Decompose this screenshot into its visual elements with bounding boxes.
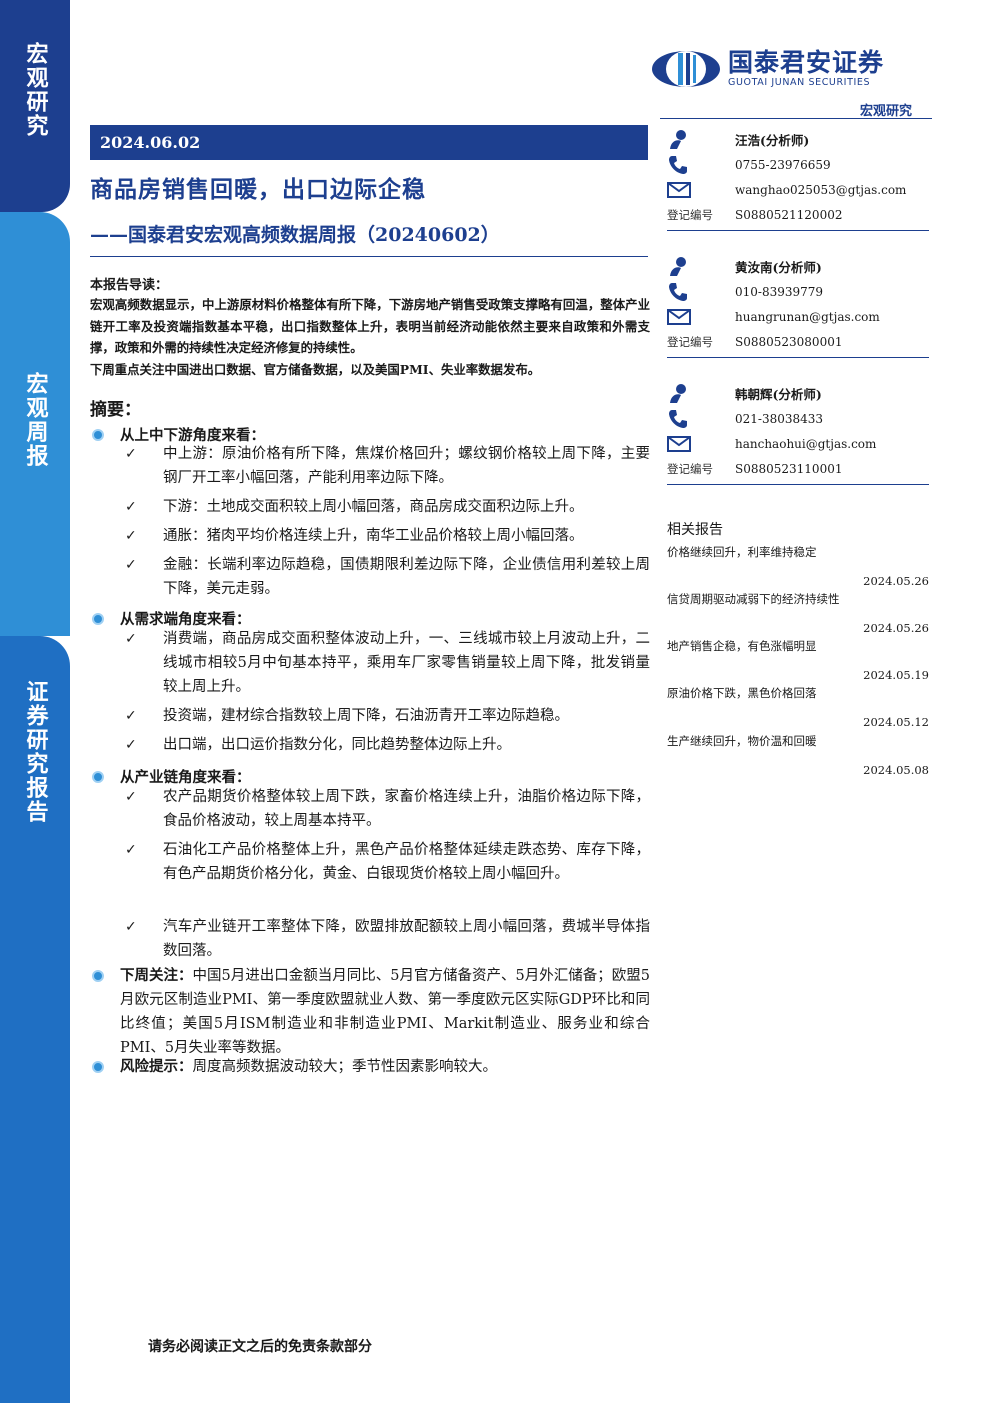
next-week-paragraph: 下周关注：中国5月进出口金额当月同比、5月官方储备资产、5月外汇储备；欧盟5月欧…: [92, 964, 652, 1060]
list-item: ✓通胀：猪肉平均价格连续上升，南华工业品价格较上周小幅回落。: [125, 524, 650, 548]
next-week-label: 下周关注：: [120, 967, 193, 984]
list-item: ✓中上游：原油价格有所下降，焦煤价格回升；螺纹钢价格较上周下降，主要钢厂开工率小…: [125, 442, 650, 490]
related-reports-label: 相关报告: [667, 522, 723, 538]
next-week-text: 中国5月进出口金额当月同比、5月官方储备资产、5月外汇储备；欧盟5月欧元区制造业…: [120, 968, 650, 1056]
bullet-dot-icon: [92, 770, 104, 783]
analyst-name: 韩朝辉(分析师): [735, 387, 822, 402]
header-divider: [660, 118, 932, 119]
registration-number: S0880521120002: [735, 207, 843, 222]
bullet-dot-icon: [92, 1061, 104, 1073]
header-category: 宏观研究: [860, 104, 913, 119]
analyst-card: 黄汝南(分析师) 010-83939779 huangrunan@gtjas.c…: [667, 254, 929, 354]
analyst-email[interactable]: wanghao025053@gtjas.com: [735, 182, 907, 197]
report-date: 2024.06.02: [90, 125, 648, 160]
summary-label: 摘要：: [90, 400, 141, 420]
registration-number: S0880523080001: [735, 334, 843, 349]
bullet-dot-icon: [92, 970, 104, 982]
risk-paragraph: 风险提示：周度高频数据波动较大；季节性因素影响较大。: [92, 1055, 652, 1079]
list-item: ✓出口端，出口运价指数分化，同比趋势整体边际上升。: [125, 733, 650, 757]
checkmark-icon: ✓: [125, 557, 137, 573]
guide-paragraph: 宏观高频数据显示，中上游原材料价格整体有所下降，下游房地产销售受政策支撑略有回温…: [90, 297, 650, 355]
sidebar-tab-macro-research: 宏观研究: [0, 0, 70, 212]
person-icon: [667, 383, 735, 405]
analyst-divider: [667, 357, 929, 358]
phone-icon: [667, 408, 735, 430]
analyst-email[interactable]: huangrunan@gtjas.com: [735, 309, 880, 324]
phone-icon: [667, 154, 735, 176]
person-icon: [667, 129, 735, 151]
checkmark-icon: ✓: [125, 446, 137, 462]
guide-paragraph: 下周重点关注中国进出口数据、官方储备数据，以及美国PMI、失业率数据发布。: [90, 361, 541, 377]
brand-name-cn: 国泰君安证券: [728, 48, 885, 77]
disclaimer-footer: 请务必阅读正文之后的免责条款部分: [148, 1339, 372, 1355]
sidebar-tab-label: 宏观研究: [22, 42, 49, 138]
bullet-dot-icon: [92, 612, 104, 625]
list-item: ✓农产品期货价格整体较上周下跌，家畜价格连续上升，油脂价格边际下降，食品价格波动…: [125, 785, 650, 833]
list-item: ✓石油化工产品价格整体上升，黑色产品价格整体延续走跌态势、库存下降，有色产品期货…: [125, 838, 650, 886]
sidebar-tab-securities-report: 证券研究报告: [0, 636, 70, 1403]
email-icon: [667, 179, 735, 201]
list-item: ✓下游：土地成交面积较上周小幅回落，商品房成交面积边际上升。: [125, 495, 650, 519]
sidebar-tab-label: 宏观周报: [22, 372, 49, 468]
analyst-phone: 010-83939779: [735, 284, 824, 299]
risk-text: 周度高频数据波动较大；季节性因素影响较大。: [192, 1059, 498, 1075]
list-item: ✓消费端，商品房成交面积整体波动上升，一、三线城市较上月波动上升，二线城市相较5…: [125, 627, 650, 699]
title-divider: [90, 256, 648, 257]
report-title: 商品房销售回暖，出口边际企稳: [90, 176, 426, 203]
gtja-logo-icon: [652, 51, 720, 87]
brand-logo: 国泰君安证券 GUOTAI JUNAN SECURITIES: [650, 48, 930, 90]
guide-text: 宏观高频数据显示，中上游原材料价格整体有所下降，下游房地产销售受政策支撑略有回温…: [90, 294, 650, 380]
checkmark-icon: ✓: [125, 499, 137, 515]
guide-label: 本报告导读：: [90, 278, 169, 293]
registration-label: 登记编号: [667, 334, 713, 349]
checkmark-icon: ✓: [125, 631, 137, 647]
email-icon: [667, 306, 735, 328]
analyst-email[interactable]: hanchaohui@gtjas.com: [735, 436, 877, 451]
checkmark-icon: ✓: [125, 737, 137, 753]
sidebar-tab-macro-weekly: 宏观周报: [0, 212, 70, 636]
person-icon: [667, 256, 735, 278]
list-item: ✓金融：长端利率边际趋稳，国债期限利差边际下降，企业债信用利差较上周下降，美元走…: [125, 553, 650, 601]
analyst-divider: [667, 230, 929, 231]
analyst-name: 汪浩(分析师): [735, 133, 810, 148]
phone-icon: [667, 281, 735, 303]
checkmark-icon: ✓: [125, 842, 137, 858]
analyst-phone: 021-38038433: [735, 411, 824, 426]
analyst-card: 汪浩(分析师) 0755-23976659 wanghao025053@gtja…: [667, 127, 929, 227]
risk-label: 风险提示：: [120, 1058, 193, 1075]
email-icon: [667, 433, 735, 455]
analyst-phone: 0755-23976659: [735, 157, 831, 172]
analyst-divider: [667, 484, 929, 485]
registration-label: 登记编号: [667, 207, 713, 222]
sidebar-tab-label: 证券研究报告: [22, 680, 49, 824]
checkmark-icon: ✓: [125, 528, 137, 544]
list-item: ✓投资端，建材综合指数较上周下降，石油沥青开工率边际趋稳。: [125, 704, 650, 728]
registration-label: 登记编号: [667, 461, 713, 476]
section-heading: 从需求端角度来看：: [92, 608, 251, 629]
section-heading: 从产业链角度来看：: [92, 766, 251, 787]
registration-number: S0880523110001: [735, 461, 843, 476]
list-item: ✓汽车产业链开工率整体下降，欧盟排放配额较上周小幅回落，费城半导体指数回落。: [125, 915, 650, 963]
brand-name-en: GUOTAI JUNAN SECURITIES: [728, 77, 871, 88]
checkmark-icon: ✓: [125, 708, 137, 724]
analyst-name: 黄汝南(分析师): [735, 260, 822, 275]
report-subtitle: ——国泰君安宏观高频数据周报（20240602）: [90, 224, 500, 246]
section-heading: 从上中下游角度来看：: [92, 424, 265, 445]
analyst-card: 韩朝辉(分析师) 021-38038433 hanchaohui@gtjas.c…: [667, 381, 929, 481]
checkmark-icon: ✓: [125, 919, 137, 935]
checkmark-icon: ✓: [125, 789, 137, 805]
bullet-dot-icon: [92, 428, 104, 441]
